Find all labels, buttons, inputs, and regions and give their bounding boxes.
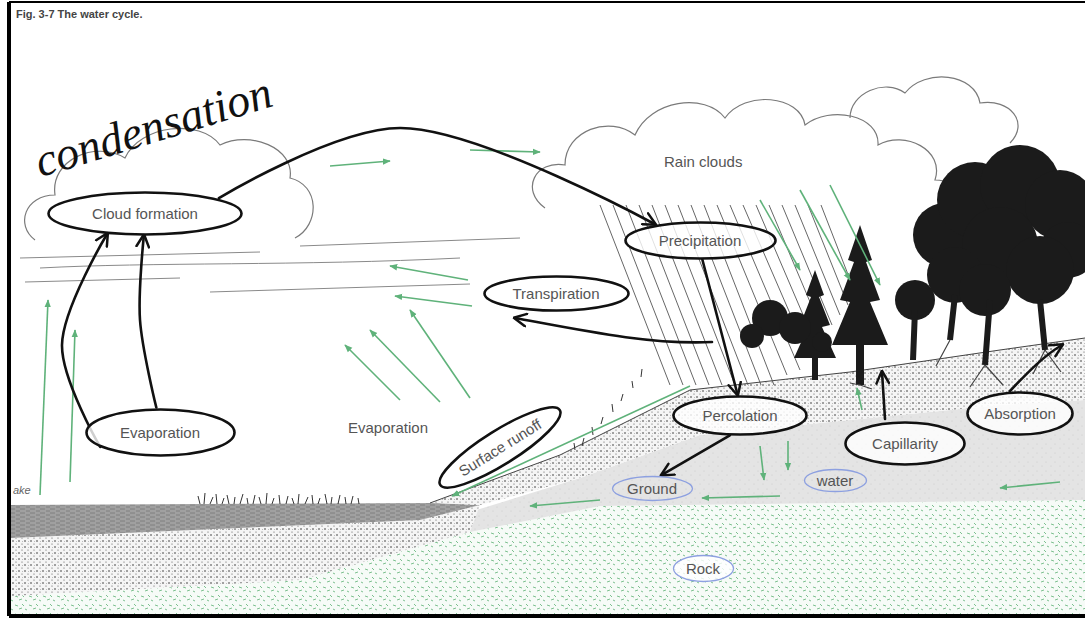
cloud-wisps bbox=[20, 252, 260, 258]
trees bbox=[812, 332, 832, 352]
cloud-wisps bbox=[210, 284, 470, 292]
cloud-wisps bbox=[300, 238, 520, 246]
water-flow-arrows bbox=[40, 150, 1060, 506]
label-text-group: water bbox=[817, 472, 854, 489]
circled-label: Precipitation bbox=[624, 221, 777, 260]
trees bbox=[740, 145, 1085, 389]
label-ellipse bbox=[612, 476, 692, 500]
water-flow-arrows bbox=[702, 496, 780, 498]
lake-label: ake bbox=[13, 485, 31, 496]
label-ellipse bbox=[968, 392, 1073, 434]
node-text: water bbox=[817, 472, 854, 489]
lake-water bbox=[10, 503, 480, 538]
label-ellipse bbox=[673, 555, 733, 581]
node-text: Percolation bbox=[702, 407, 777, 424]
figure-frame bbox=[9, 1, 1085, 3]
process-arrow bbox=[219, 128, 655, 224]
shore-grass bbox=[198, 493, 359, 504]
figure-frame bbox=[9, 614, 1085, 618]
handwritten-annotation: condensation bbox=[29, 69, 277, 185]
water-flow-arrows bbox=[410, 310, 470, 398]
process-arrow bbox=[62, 234, 107, 447]
water-flow-arrows bbox=[787, 441, 789, 470]
process-arrow bbox=[662, 435, 730, 475]
label-ellipse bbox=[625, 222, 775, 258]
cloud-wisps bbox=[20, 238, 520, 292]
label-ellipse bbox=[804, 469, 866, 491]
label-text-group: Precipitation bbox=[659, 232, 742, 249]
water-flow-arrows bbox=[830, 185, 880, 285]
node-text: Cloud formation bbox=[92, 205, 198, 222]
node-text: Capillarity bbox=[872, 435, 938, 452]
cloud-outline bbox=[532, 100, 964, 222]
water-flow-arrows bbox=[1000, 482, 1060, 488]
water-flow-arrows bbox=[395, 296, 472, 306]
figure-title: Fig. 3-7 The water cycle. bbox=[16, 8, 143, 20]
water-flow-arrows bbox=[40, 300, 48, 495]
trees bbox=[913, 295, 1045, 365]
label-text-group: Ground bbox=[627, 480, 677, 497]
process-arrow bbox=[702, 259, 737, 394]
label-ellipse bbox=[49, 192, 242, 234]
lake-water bbox=[10, 503, 480, 538]
shore-grass bbox=[574, 369, 642, 450]
water-flow-arrows bbox=[370, 330, 440, 402]
circled-label: Absorption bbox=[966, 391, 1074, 436]
shore-grass bbox=[198, 369, 642, 504]
water-flow-arrows bbox=[345, 345, 400, 400]
node-text: Absorption bbox=[984, 405, 1056, 422]
annotation-arrows bbox=[1010, 345, 1062, 391]
region-label: Ground bbox=[611, 475, 694, 502]
label-text-group: Rock bbox=[686, 560, 720, 577]
annotation-arrows bbox=[882, 372, 885, 419]
water-flow-arrows bbox=[390, 266, 468, 280]
water-flow-arrows bbox=[857, 388, 862, 410]
process-label: Evaporation bbox=[348, 420, 428, 435]
region-label: Rock bbox=[672, 554, 735, 583]
trees bbox=[959, 264, 1011, 316]
cloud-outline bbox=[850, 77, 1018, 143]
label-ellipse bbox=[86, 409, 234, 455]
node-text: Evaporation bbox=[120, 424, 200, 441]
circled-label: Capillarity bbox=[844, 421, 966, 466]
circled-label: Evaporation bbox=[85, 408, 236, 457]
figure-frame bbox=[9, 2, 1085, 616]
label-text-group: Absorption bbox=[984, 405, 1056, 422]
trees bbox=[740, 324, 764, 348]
water-flow-arrows bbox=[530, 500, 600, 506]
node-text: Rock bbox=[686, 560, 720, 577]
trees bbox=[1006, 236, 1074, 304]
node-text: Precipitation bbox=[659, 232, 742, 249]
rock-layer bbox=[10, 500, 1085, 615]
cloud-wisps bbox=[25, 278, 180, 282]
label-text-group: Percolation bbox=[702, 407, 777, 424]
node-text: Transpiration bbox=[513, 285, 600, 302]
figure-frame bbox=[7, 2, 11, 616]
water-flow-arrows bbox=[330, 161, 390, 166]
process-arrow bbox=[140, 235, 157, 407]
label-text-group: Cloud formation bbox=[92, 205, 198, 222]
water-flow-arrows bbox=[470, 150, 540, 152]
label-ellipse bbox=[484, 276, 628, 310]
label-text-group: Capillarity bbox=[872, 435, 938, 452]
label-text-group: Evaporation bbox=[120, 424, 200, 441]
water-flow-arrows bbox=[760, 446, 764, 480]
label-text-group: Transpiration bbox=[513, 285, 600, 302]
label-ellipse bbox=[674, 396, 807, 434]
label-ellipse bbox=[846, 422, 965, 464]
annotation-arrows bbox=[515, 318, 712, 342]
node-text: Ground bbox=[627, 480, 677, 497]
circled-label: Cloud formation bbox=[47, 191, 243, 236]
region-label: water bbox=[803, 468, 868, 493]
trees bbox=[779, 312, 811, 344]
rock-layer bbox=[10, 500, 1085, 615]
circled-label: Transpiration bbox=[483, 275, 630, 312]
cloud-label: Rain clouds bbox=[664, 154, 742, 169]
label-ellipse bbox=[431, 395, 569, 499]
trees bbox=[832, 225, 888, 385]
water-flow-arrows bbox=[800, 190, 850, 280]
water-flow-arrows bbox=[70, 330, 75, 482]
circled-label: Percolation bbox=[672, 395, 808, 436]
